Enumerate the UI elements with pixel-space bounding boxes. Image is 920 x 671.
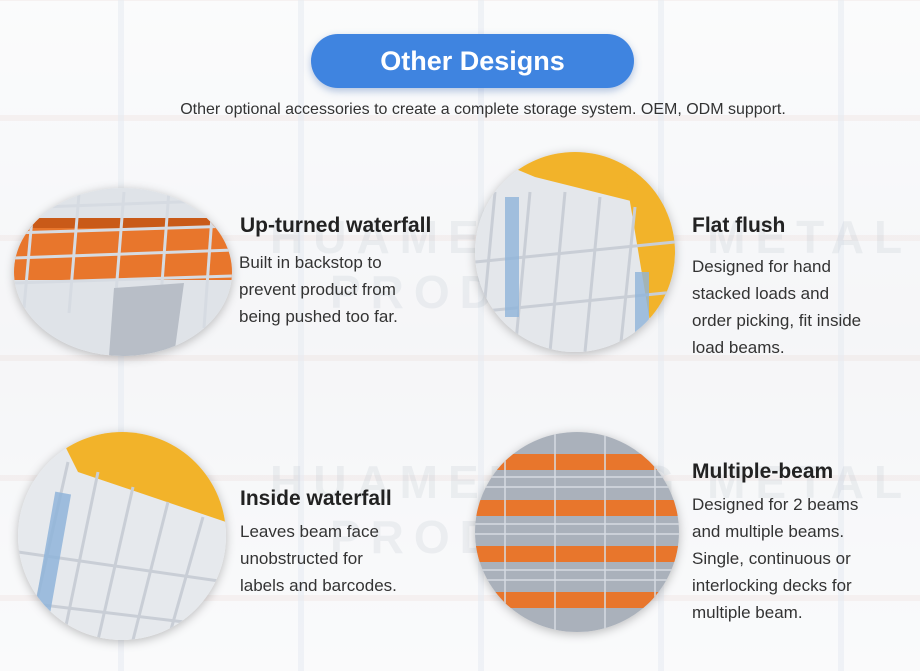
item-title: Multiple-beam [692,460,834,483]
section-title: Other Designs [311,34,634,88]
item-title: Flat flush [692,214,786,237]
up-turned-waterfall-image [14,188,232,356]
section-subtitle: Other optional accessories to create a c… [180,101,786,118]
item-title: Up-turned waterfall [240,214,432,237]
flat-flush-image [475,152,675,352]
inside-waterfall-image [18,432,226,640]
multiple-beam-image [475,432,679,632]
item-title: Inside waterfall [240,487,392,510]
item-description: Built in backstop to prevent product fro… [239,253,398,326]
item-description: Designed for 2 beams and multiple beams.… [692,495,859,622]
item-description: Designed for hand stacked loads and orde… [692,257,862,357]
item-description: Leaves beam face unobstructed for labels… [240,522,397,595]
